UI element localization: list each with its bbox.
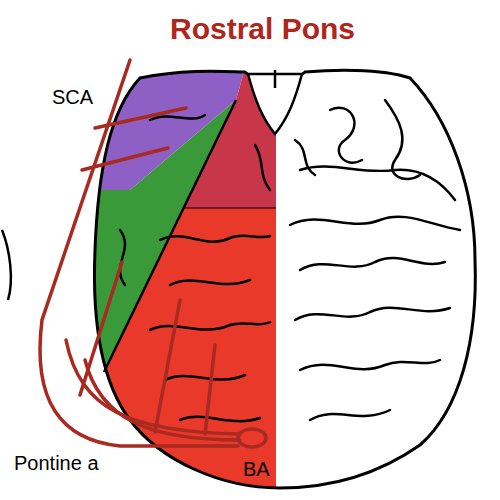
- arteries: [40, 60, 266, 447]
- fold-line: [300, 258, 445, 270]
- diagram-title: Rostral Pons: [170, 12, 355, 46]
- basilar-artery: [238, 429, 266, 447]
- artery-label: Pontine a: [14, 452, 99, 475]
- artery-branch: [205, 345, 215, 434]
- fold-line: [180, 417, 260, 421]
- artery-branch: [155, 300, 180, 432]
- fold-line: [385, 100, 420, 179]
- territory-border: [184, 208, 276, 209]
- fold-line: [295, 308, 450, 320]
- fold-line: [170, 280, 250, 285]
- artery-branch: [95, 108, 186, 128]
- artery-branch: [82, 148, 168, 170]
- artery-label: BA: [243, 458, 270, 481]
- artery-branch: [80, 262, 122, 395]
- fold-line: [165, 375, 245, 380]
- adjacent-structure: [2, 230, 11, 300]
- fold-line: [160, 236, 270, 242]
- artery-label: SCA: [52, 86, 93, 109]
- fold-line: [310, 410, 390, 420]
- vascular-territories: [60, 50, 276, 500]
- superior-cerebellar-artery: [40, 60, 238, 446]
- fold-line: [295, 140, 315, 175]
- fold-line: [290, 217, 460, 230]
- fold-line: [300, 166, 455, 200]
- fold-line: [150, 322, 270, 330]
- folia-lines: [120, 100, 460, 421]
- fold-line: [255, 145, 270, 190]
- midline: [274, 70, 277, 88]
- fold-line: [330, 108, 362, 163]
- fold-line: [300, 360, 440, 370]
- fold-line: [120, 230, 125, 285]
